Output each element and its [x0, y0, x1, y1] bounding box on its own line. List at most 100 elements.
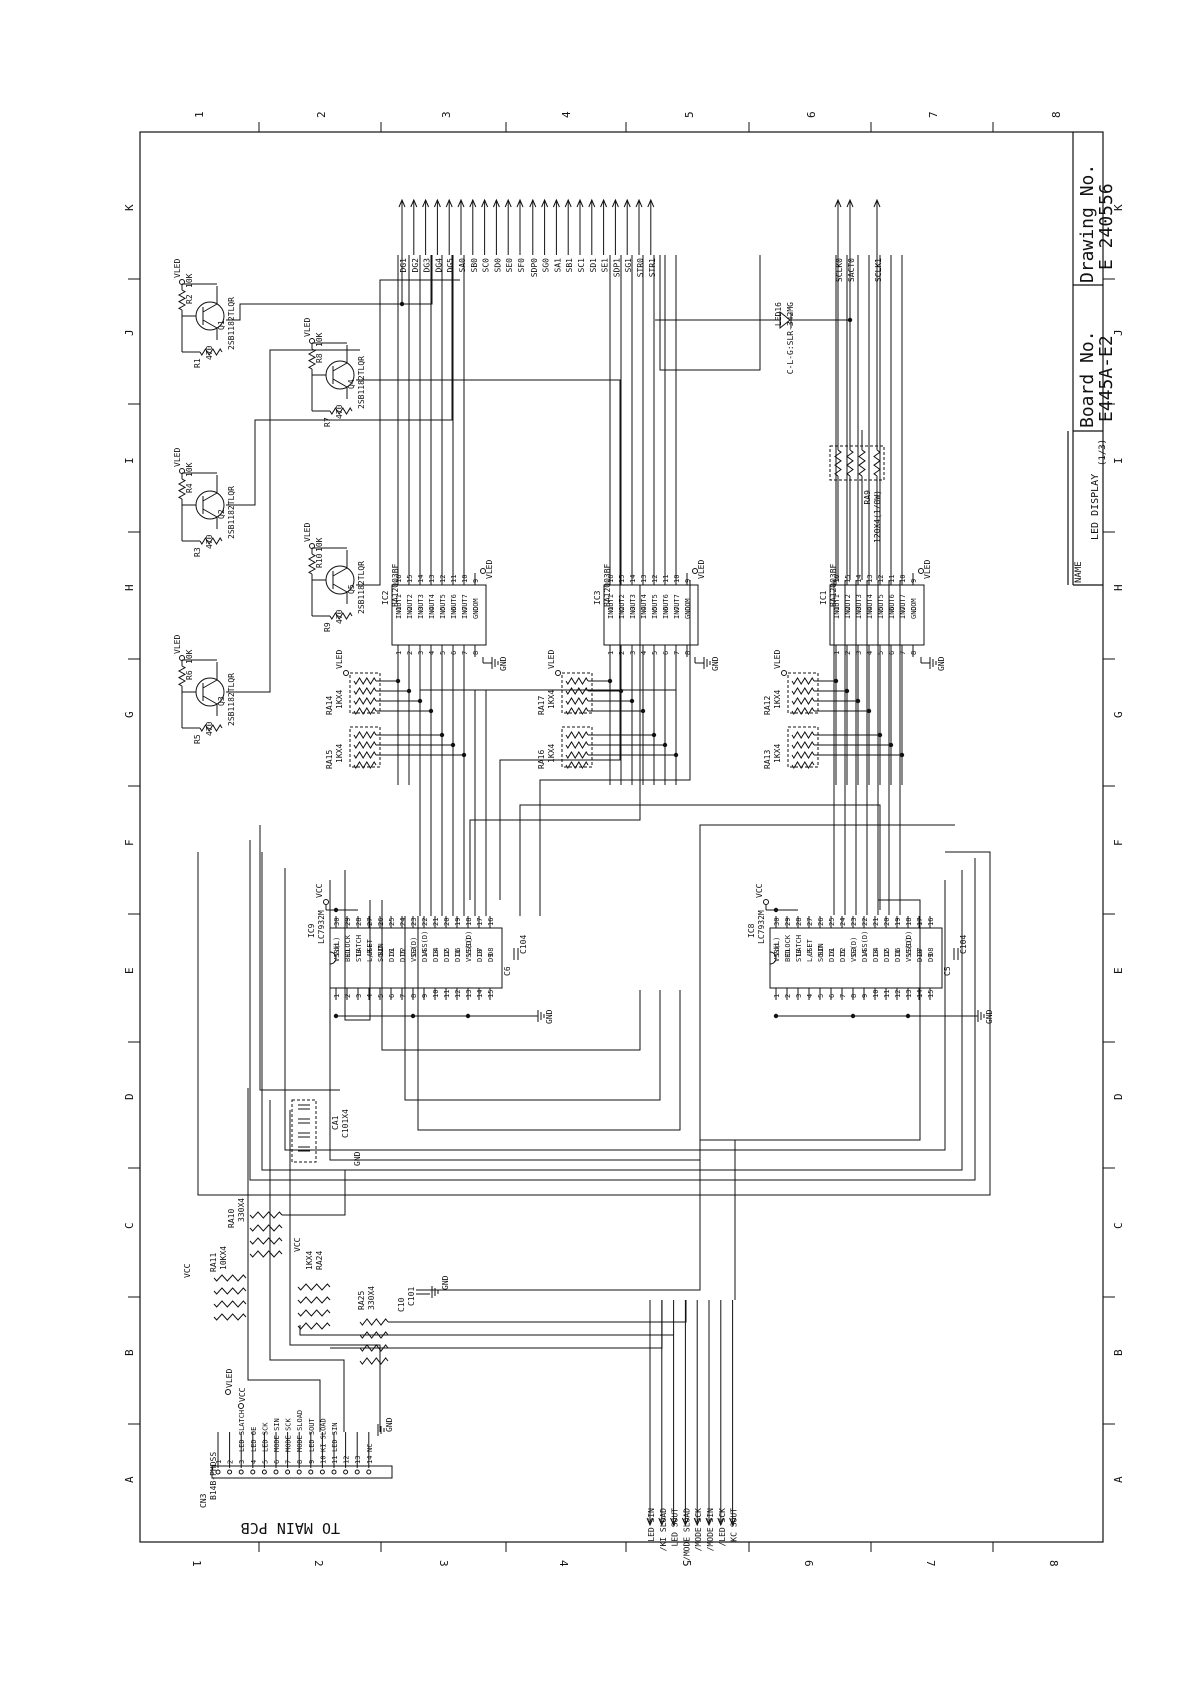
- driver-pin-num: 16: [395, 575, 403, 583]
- driver-to-sr-a: [519, 804, 881, 916]
- ra10-resistor: [249, 1237, 283, 1245]
- sr-pin-name: D1: [388, 948, 396, 956]
- cn3-pin: [227, 1469, 233, 1475]
- output-arrow: [516, 198, 524, 208]
- sr-pin-name: L/R: [366, 949, 374, 962]
- driver-pin-num: 1: [395, 651, 403, 655]
- sr-pin-num: 8: [410, 994, 418, 998]
- grid-number-top: 6: [805, 111, 818, 118]
- ra-supply-label: VLED: [335, 650, 344, 669]
- sr-pin-num: 26: [377, 918, 385, 926]
- sr-pin-num: 12: [894, 990, 902, 998]
- sr-pin-num: 29: [784, 918, 792, 926]
- rb-value: 470: [205, 534, 214, 549]
- sr-pin-name: D3: [850, 948, 858, 956]
- sr-pin-name: D6: [454, 948, 462, 956]
- rb-value: 470: [335, 609, 344, 624]
- cn-net-3: [289, 1110, 381, 1432]
- sr-pin-name: D4: [432, 948, 440, 956]
- driver-pin-num: 14: [417, 575, 425, 583]
- transistor-collector: [332, 583, 348, 593]
- rb-ref: R3: [193, 547, 202, 557]
- grid-letter-left: G: [123, 711, 136, 718]
- bottom-signal-arrow: [646, 1517, 654, 1527]
- pull-resistor: [791, 761, 815, 769]
- cn3-pin: [273, 1469, 279, 1475]
- sr-pin-name: D15: [399, 949, 407, 962]
- pull-resistor: [353, 731, 377, 739]
- driver-pin-name: IN7: [673, 606, 681, 619]
- transistor-collector: [332, 378, 348, 388]
- led16-part: C-L-G:SLR-342MG: [786, 302, 795, 374]
- driver-pin-num: 15: [844, 575, 852, 583]
- sr-vcc-terminal: [323, 899, 329, 905]
- cn3-pin-num: 14: [366, 1456, 374, 1464]
- pull-resistor: [565, 761, 589, 769]
- grid-number-bottom: 3: [437, 1560, 450, 1567]
- rb-ref: R5: [193, 734, 202, 744]
- sr-pin-num: 9: [421, 994, 429, 998]
- output-signal-label: SE0: [505, 258, 514, 273]
- cn3-pin-num: 12: [343, 1456, 351, 1464]
- sr-pin-num: 25: [828, 918, 836, 926]
- driver-pin-num: 5: [651, 651, 659, 655]
- driver-pin-name: OUT4: [428, 594, 436, 611]
- driver-to-sr-c: [499, 585, 621, 900]
- sheet-border: [139, 131, 1104, 1543]
- sr-notch: [769, 951, 777, 965]
- grid-letter-right: K: [1112, 204, 1125, 211]
- sr-pin-num: 2: [784, 994, 792, 998]
- ra24-resistor: [297, 1283, 331, 1291]
- grid-letter-right: A: [1112, 1476, 1125, 1483]
- sr-pin-num: 16: [487, 918, 495, 926]
- vled-terminal: [179, 468, 185, 474]
- driver-pin-name: COM: [684, 598, 692, 611]
- driver-pin-num: 5: [439, 651, 447, 655]
- driver-pin-name: IN3: [855, 606, 863, 619]
- c10-net: [430, 1140, 701, 1291]
- rb-value: 470: [205, 721, 214, 736]
- rbe-ref: R4: [185, 483, 194, 493]
- driver-pin-name: IN2: [844, 606, 852, 619]
- pull-resistor: [791, 751, 815, 759]
- transistor-supply-label: VLED: [173, 635, 182, 654]
- driver-com-net: VLED: [923, 560, 932, 579]
- grid-letter-left: E: [123, 967, 136, 974]
- sr-pin-num: 25: [388, 918, 396, 926]
- junction-dot: [905, 1013, 911, 1019]
- pull-resistor: [791, 687, 815, 695]
- sr-pin-num: 17: [476, 918, 484, 926]
- driver-pin-num: 6: [662, 651, 670, 655]
- output-signal-label: SB1: [565, 258, 574, 273]
- cn3-gnd: GND: [385, 1417, 394, 1432]
- junction-dot: [847, 317, 853, 323]
- output-arrow: [469, 198, 477, 208]
- output-signal-label: SD1: [589, 258, 598, 273]
- transistor-ref: Q4: [347, 379, 356, 389]
- pull-resistor: [353, 761, 377, 769]
- sr-pin-num: 22: [421, 918, 429, 926]
- driver-pin-num: 14: [855, 575, 863, 583]
- output-arrow: [398, 198, 406, 208]
- driver-pin-num: 7: [461, 651, 469, 655]
- cn3-pin: [215, 1469, 221, 1475]
- output-arrow: [611, 198, 619, 208]
- pull-resistor: [565, 687, 589, 695]
- driver-pin-name: IN5: [439, 606, 447, 619]
- sr-ref: IC9: [307, 923, 316, 938]
- ra-top-value: 1KX4: [335, 690, 344, 709]
- sr-pin-num: 10: [872, 990, 880, 998]
- transistor-q1: [195, 301, 225, 331]
- led16-diode: [779, 310, 791, 330]
- driver-pin-name: IN5: [877, 606, 885, 619]
- sr-pin-name: D6: [894, 948, 902, 956]
- transistor-supply-label: VLED: [303, 523, 312, 542]
- pull-resistor: [565, 677, 589, 685]
- driver-pin-name: OUT6: [662, 594, 670, 611]
- driver-pin-name: IN1: [833, 606, 841, 619]
- ra9-ref: RA9: [863, 490, 872, 505]
- driver-pin-num: 10: [673, 575, 681, 583]
- driver-pin-name: IN7: [899, 606, 907, 619]
- ca1-gnd: GND: [353, 1151, 362, 1166]
